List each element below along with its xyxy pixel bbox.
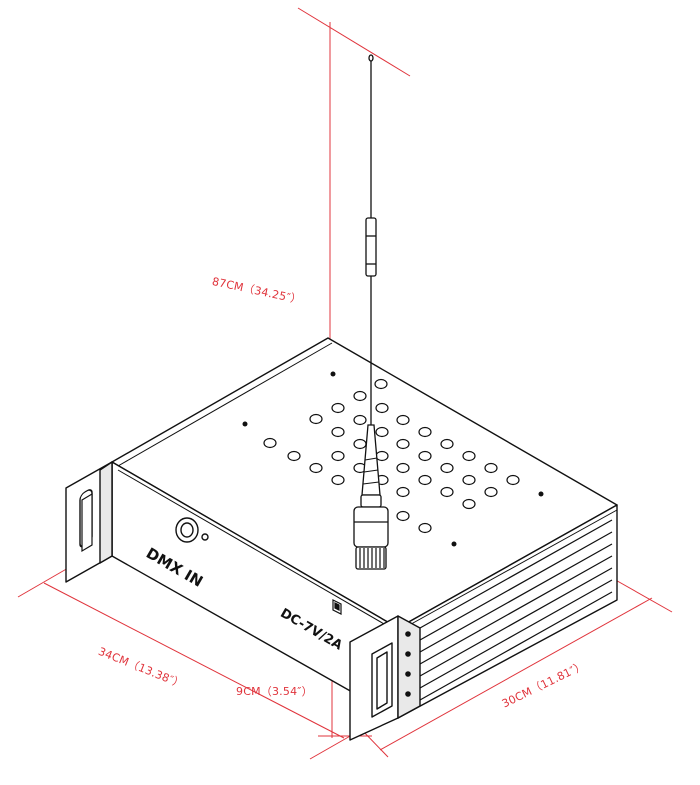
vent-hole	[396, 486, 410, 498]
screw	[405, 691, 411, 697]
vent-hole	[353, 438, 367, 450]
antenna-knurling	[359, 548, 385, 568]
vent-hole	[375, 450, 389, 462]
vent-hole	[484, 486, 498, 498]
hatch	[364, 457, 378, 461]
vent-hole	[418, 450, 432, 462]
vent-hole	[440, 438, 454, 450]
vent-hole	[374, 378, 388, 390]
fin	[419, 543, 613, 653]
fin	[419, 555, 613, 665]
dmx-connector-latch	[201, 533, 209, 541]
vent-hole	[331, 474, 345, 486]
width-right-extension	[611, 577, 673, 613]
right-handle	[349, 615, 421, 741]
fin	[419, 519, 613, 629]
fin	[419, 591, 613, 701]
vent-hole	[331, 450, 345, 462]
screw	[405, 631, 411, 637]
width-dimension-line	[379, 597, 653, 751]
vent-hole	[462, 474, 476, 486]
power-switch-toggle	[334, 602, 340, 611]
vent-hole	[331, 426, 345, 438]
hatch	[363, 469, 379, 473]
screw	[405, 651, 411, 657]
front-edge-line	[117, 469, 399, 633]
vent-hole	[440, 462, 454, 474]
unit-height-dimension-label: 9CM（3.54″）	[236, 685, 313, 698]
vent-hole	[353, 390, 367, 402]
left-handle-detail	[81, 492, 93, 553]
vent-hole	[418, 522, 432, 534]
power-switch	[332, 599, 342, 615]
vent-hole	[396, 438, 410, 450]
vent-hole	[375, 426, 389, 438]
vent-hole	[263, 437, 277, 449]
vent-hole	[309, 462, 323, 474]
screw	[330, 371, 336, 377]
screw	[451, 541, 457, 547]
dmx-connector-socket	[180, 522, 194, 538]
vent-hole	[396, 462, 410, 474]
left-handle-slot	[81, 492, 93, 553]
vent-hole	[418, 474, 432, 486]
top-face-edges	[117, 342, 618, 633]
right-edge-line	[403, 509, 618, 629]
vent-hole	[418, 426, 432, 438]
antenna-connector-body	[353, 506, 389, 548]
vent-hole	[331, 402, 345, 414]
right-handle-screws	[405, 631, 411, 697]
antenna-tip	[368, 54, 374, 62]
antenna-coil	[365, 217, 377, 277]
fin	[419, 531, 613, 641]
right-handle-flange	[397, 615, 421, 719]
screw	[242, 421, 248, 427]
vent-hole	[462, 450, 476, 462]
screw	[538, 491, 544, 497]
cooling-fins	[419, 519, 613, 701]
vent-hole	[396, 414, 410, 426]
hatch	[362, 481, 380, 485]
antenna-collar	[360, 494, 382, 508]
vent-hole	[440, 486, 454, 498]
top-holes	[263, 378, 520, 534]
left-handle-flange	[99, 461, 113, 564]
fin	[419, 567, 613, 677]
screw	[405, 671, 411, 677]
right-handle-slot-inner	[376, 651, 388, 710]
vent-hole	[506, 474, 520, 486]
vent-hole	[353, 414, 367, 426]
top-edge-line	[117, 342, 333, 467]
vent-hole	[462, 498, 476, 510]
fin	[419, 579, 613, 689]
depth-dimension-line	[43, 582, 345, 739]
dmx-connector	[175, 517, 209, 543]
antenna	[353, 54, 389, 570]
vent-hole	[309, 413, 323, 425]
vent-hole	[287, 450, 301, 462]
height-top-extension	[297, 7, 411, 77]
vent-hole	[375, 402, 389, 414]
vent-hole	[484, 462, 498, 474]
antenna-taper-hatching	[362, 457, 380, 485]
top-screws	[242, 371, 544, 547]
vent-hole	[396, 510, 410, 522]
